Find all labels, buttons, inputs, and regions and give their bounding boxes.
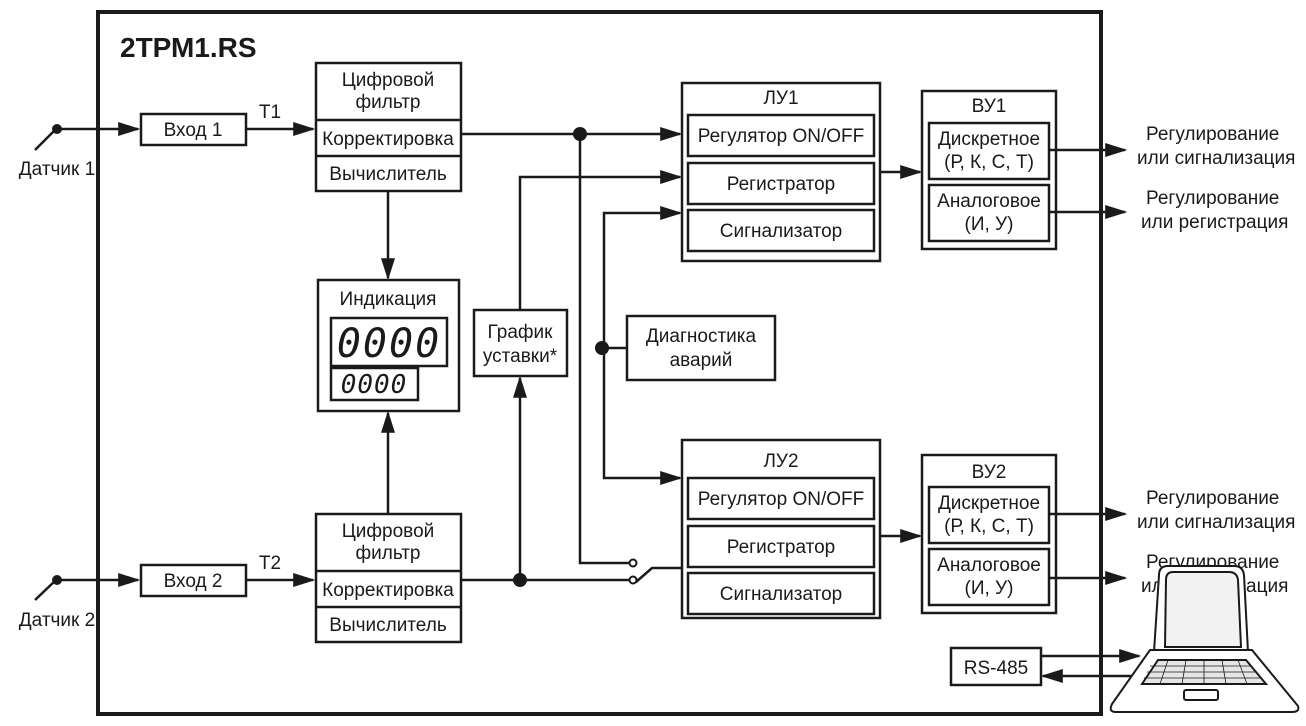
setpoint-graph-line2: уставки*	[483, 346, 558, 367]
out2-discrete-line2: или сигнализация	[1137, 512, 1295, 533]
output-unit-2: ВУ2 Дискретное (Р, К, С, Т) Аналоговое (…	[920, 453, 1058, 615]
t2-label: Т2	[259, 553, 281, 574]
indication-block: Индикация 0000 0000	[316, 278, 461, 413]
sensor-1: Датчик 1	[19, 122, 141, 180]
logic-unit-1: ЛУ1 Регулятор ON/OFF Регистратор Сигнали…	[680, 81, 882, 263]
vu1-analog-line2: (И, У)	[965, 214, 1014, 235]
input-1-label: Вход 1	[164, 120, 223, 141]
diagnostics-block: Диагностика аварий	[625, 314, 777, 382]
out1-analog-line2: или регистрация	[1141, 212, 1288, 233]
t1-label: Т1	[259, 102, 281, 123]
filter-2-line2: фильтр	[355, 543, 420, 564]
diagnostics-line2: аварий	[670, 350, 733, 371]
vu1-discrete-line2: (Р, К, С, Т)	[944, 152, 1034, 173]
lu2-label: ЛУ2	[763, 451, 798, 472]
correction-2: Корректировка	[322, 580, 454, 601]
vu2-discrete-line2: (Р, К, С, Т)	[944, 516, 1034, 537]
sensor-2-label: Датчик 2	[19, 610, 95, 631]
processing-block-2: Цифровой фильтр Корректировка Вычислител…	[314, 512, 463, 644]
filter-2-line1: Цифровой	[342, 521, 435, 542]
output-unit-1: ВУ1 Дискретное (Р, К, С, Т) Аналоговое (…	[920, 89, 1058, 251]
indication-label: Индикация	[340, 289, 437, 310]
correction-1: Корректировка	[322, 129, 454, 150]
lu1-label: ЛУ1	[763, 88, 798, 109]
sensor-2: Датчик 2	[19, 573, 141, 631]
lu1-regulator: Регулятор ON/OFF	[698, 126, 864, 147]
vu1-discrete-line1: Дискретное	[938, 129, 1040, 150]
diagnostics-line1: Диагностика	[646, 326, 757, 347]
lu2-alarm: Сигнализатор	[720, 584, 843, 605]
filter-1-line1: Цифровой	[342, 70, 435, 91]
input-1-box	[139, 112, 248, 147]
out2-discrete-line1: Регулирование	[1146, 488, 1279, 509]
setpoint-graph-block: График уставки*	[472, 308, 569, 378]
input-2-box	[139, 563, 248, 598]
vu2-analog-line2: (И, У)	[965, 578, 1014, 599]
display-top: 0000	[337, 321, 441, 367]
lu1-alarm: Сигнализатор	[720, 221, 843, 242]
out1-discrete-line2: или сигнализация	[1137, 148, 1295, 169]
display-bottom: 0000	[341, 370, 408, 400]
setpoint-graph-line1: График	[488, 322, 554, 343]
out1-discrete-line1: Регулирование	[1146, 124, 1279, 145]
vu1-label: ВУ1	[972, 96, 1007, 117]
input-2-label: Вход 2	[164, 571, 223, 592]
device-title: 2ТРМ1.RS	[120, 32, 257, 63]
vu2-analog-line1: Аналоговое	[937, 555, 1041, 576]
vu2-discrete-line1: Дискретное	[938, 493, 1040, 514]
rs485-box	[949, 646, 1043, 687]
calculator-2: Вычислитель	[329, 615, 447, 636]
sensor-1-label: Датчик 1	[19, 159, 95, 180]
processing-block-1: Цифровой фильтр Корректировка Вычислител…	[314, 61, 463, 193]
vu2-label: ВУ2	[972, 462, 1007, 483]
lu2-recorder: Регистратор	[727, 537, 836, 558]
laptop-icon	[1109, 565, 1300, 713]
lu1-recorder: Регистратор	[727, 174, 836, 195]
vu1-analog-line1: Аналоговое	[937, 191, 1041, 212]
filter-1-line2: фильтр	[355, 92, 420, 113]
calculator-1: Вычислитель	[329, 164, 447, 185]
logic-unit-2: ЛУ2 Регулятор ON/OFF Регистратор Сигнали…	[680, 438, 882, 620]
rs485-label: RS-485	[964, 658, 1028, 679]
out1-analog-line1: Регулирование	[1146, 188, 1279, 209]
lu2-regulator: Регулятор ON/OFF	[698, 489, 864, 510]
